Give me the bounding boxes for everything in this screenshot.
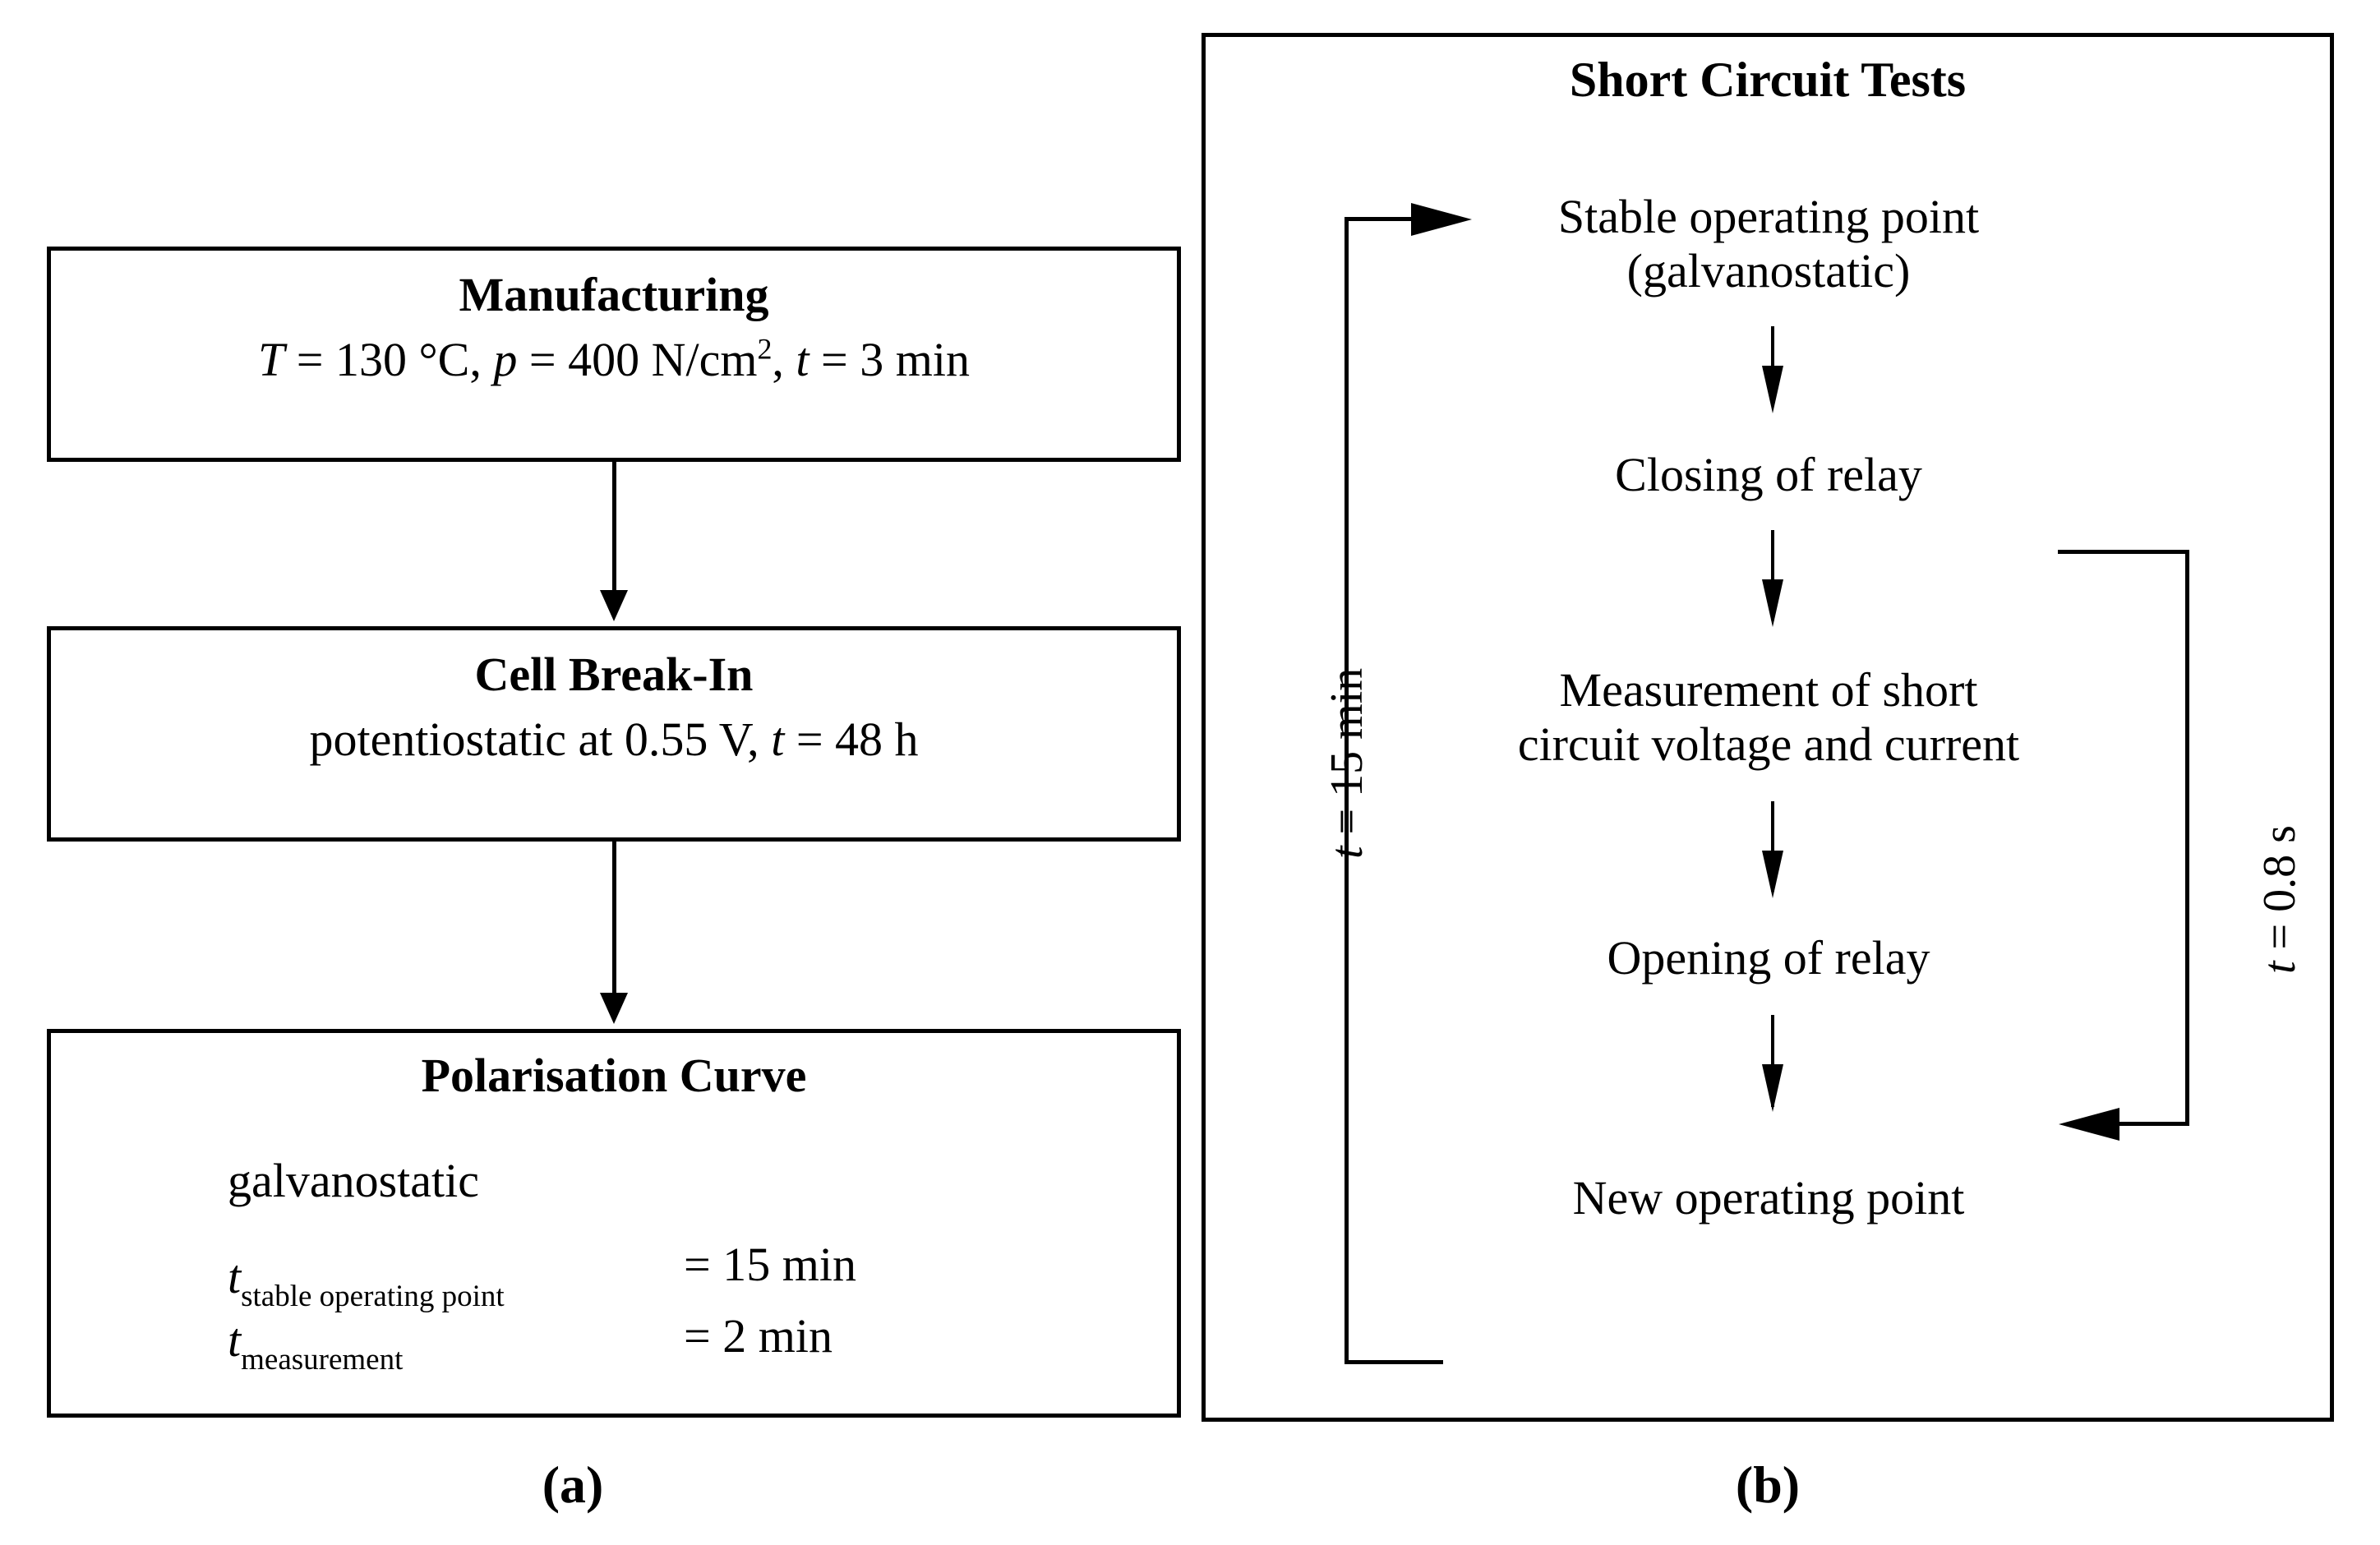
flow-node-line-1: Stable operating point	[1557, 190, 1980, 243]
panel-b-frame: Short Circuit Tests Stable operating poi…	[1202, 33, 2334, 1422]
symbol-t: t	[1321, 846, 1372, 859]
inner-loop-bottom-line	[2119, 1122, 2189, 1126]
symbol-t: t	[771, 712, 785, 766]
flow-arrow-head-1	[1762, 366, 1783, 413]
inner-loop-arrow-head	[2059, 1108, 2119, 1141]
inner-loop-time-label: t = 0.8 s	[2253, 825, 2306, 974]
outer-loop-time-value: = 15 min	[1321, 667, 1372, 846]
flow-node-measurement-short-circuit: Measurement of short circuit voltage and…	[1304, 663, 2233, 772]
box-title-polarisation-curve: Polarisation Curve	[421, 1049, 807, 1102]
process-box-cell-break-in: Cell Break-In potentiostatic at 0.55 V, …	[47, 626, 1181, 842]
connector-arrow-1	[600, 590, 628, 621]
flow-arrow-line-3	[1771, 801, 1774, 892]
symbol-p: p	[493, 332, 518, 386]
polarisation-mode: galvanostatic	[228, 1154, 480, 1207]
outer-loop-top-line	[1345, 217, 1423, 221]
flow-arrow-head-3	[1762, 851, 1783, 898]
inner-loop-top-line	[2058, 550, 2189, 554]
symbol-t: t	[796, 332, 809, 386]
connector-arrow-2	[600, 993, 628, 1024]
flow-node-line-2: (galvanostatic)	[1626, 244, 1911, 298]
manufacturing-text-1: = 130 °C,	[284, 332, 494, 386]
subscript-stable-operating-point: stable operating point	[241, 1280, 505, 1313]
param-row-stable-operating-point: tstable operating point	[228, 1249, 505, 1313]
param-row-measurement: tmeasurement	[228, 1312, 403, 1377]
manufacturing-text-3: ,	[772, 332, 796, 386]
manufacturing-text-4: = 3 min	[809, 332, 970, 386]
outer-loop-arrow-head	[1411, 203, 1472, 236]
caption-panel-a: (a)	[542, 1455, 604, 1514]
symbol-t: t	[228, 1250, 242, 1303]
flow-node-new-operating-point: New operating point	[1304, 1171, 2233, 1225]
outer-loop-time-label: t = 15 min	[1321, 668, 1373, 859]
symbol-t: t	[2254, 961, 2305, 974]
outer-loop-bottom-line	[1345, 1360, 1443, 1364]
caption-panel-b: (b)	[1735, 1455, 1801, 1514]
breakin-text-2: = 48 h	[784, 712, 919, 766]
param-value-stable-operating-point: = 15 min	[684, 1238, 856, 1291]
flow-arrow-line-2	[1771, 530, 1774, 620]
symbol-T: T	[258, 332, 285, 386]
connector-line-1	[612, 462, 616, 595]
panel-b-title: Short Circuit Tests	[1569, 53, 1967, 107]
box-detail-manufacturing: T = 130 °C, p = 400 N/cm2, t = 3 min	[51, 332, 1177, 387]
flow-arrow-head-2	[1762, 579, 1783, 627]
flow-node-line-1: Closing of relay	[1615, 448, 1922, 501]
inner-loop-time-value: = 0.8 s	[2254, 825, 2305, 962]
box-title-manufacturing: Manufacturing	[459, 268, 769, 321]
flow-arrow-head-4	[1762, 1064, 1783, 1112]
connector-line-2	[612, 842, 616, 998]
box-detail-cell-break-in: potentiostatic at 0.55 V, t = 48 h	[51, 713, 1177, 767]
flow-node-line-1: Opening of relay	[1607, 931, 1930, 985]
symbol-t: t	[228, 1313, 242, 1367]
process-box-polarisation-curve: Polarisation Curve galvanostatic tstable…	[47, 1029, 1181, 1418]
box-title-cell-break-in: Cell Break-In	[474, 648, 754, 701]
flow-node-opening-of-relay: Opening of relay	[1304, 931, 2233, 985]
flow-node-closing-of-relay: Closing of relay	[1304, 448, 2233, 502]
manufacturing-text-2: = 400 N/cm	[517, 332, 758, 386]
process-box-manufacturing: Manufacturing T = 130 °C, p = 400 N/cm2,…	[47, 247, 1181, 462]
flow-node-stable-operating-point: Stable operating point (galvanostatic)	[1304, 190, 2233, 298]
inner-loop-right-line	[2185, 550, 2189, 1125]
flow-arrow-line-4	[1771, 1015, 1774, 1107]
superscript-2: 2	[757, 332, 773, 366]
flow-node-line-1: New operating point	[1572, 1171, 1965, 1224]
param-value-measurement: = 2 min	[684, 1309, 833, 1363]
subscript-measurement: measurement	[241, 1343, 404, 1377]
flow-node-line-1: Measurement of short	[1559, 663, 1978, 717]
breakin-text-1: potentiostatic at 0.55 V,	[309, 712, 772, 766]
flow-node-line-2: circuit voltage and current	[1517, 717, 2020, 772]
outer-loop-left-line	[1345, 217, 1349, 1364]
